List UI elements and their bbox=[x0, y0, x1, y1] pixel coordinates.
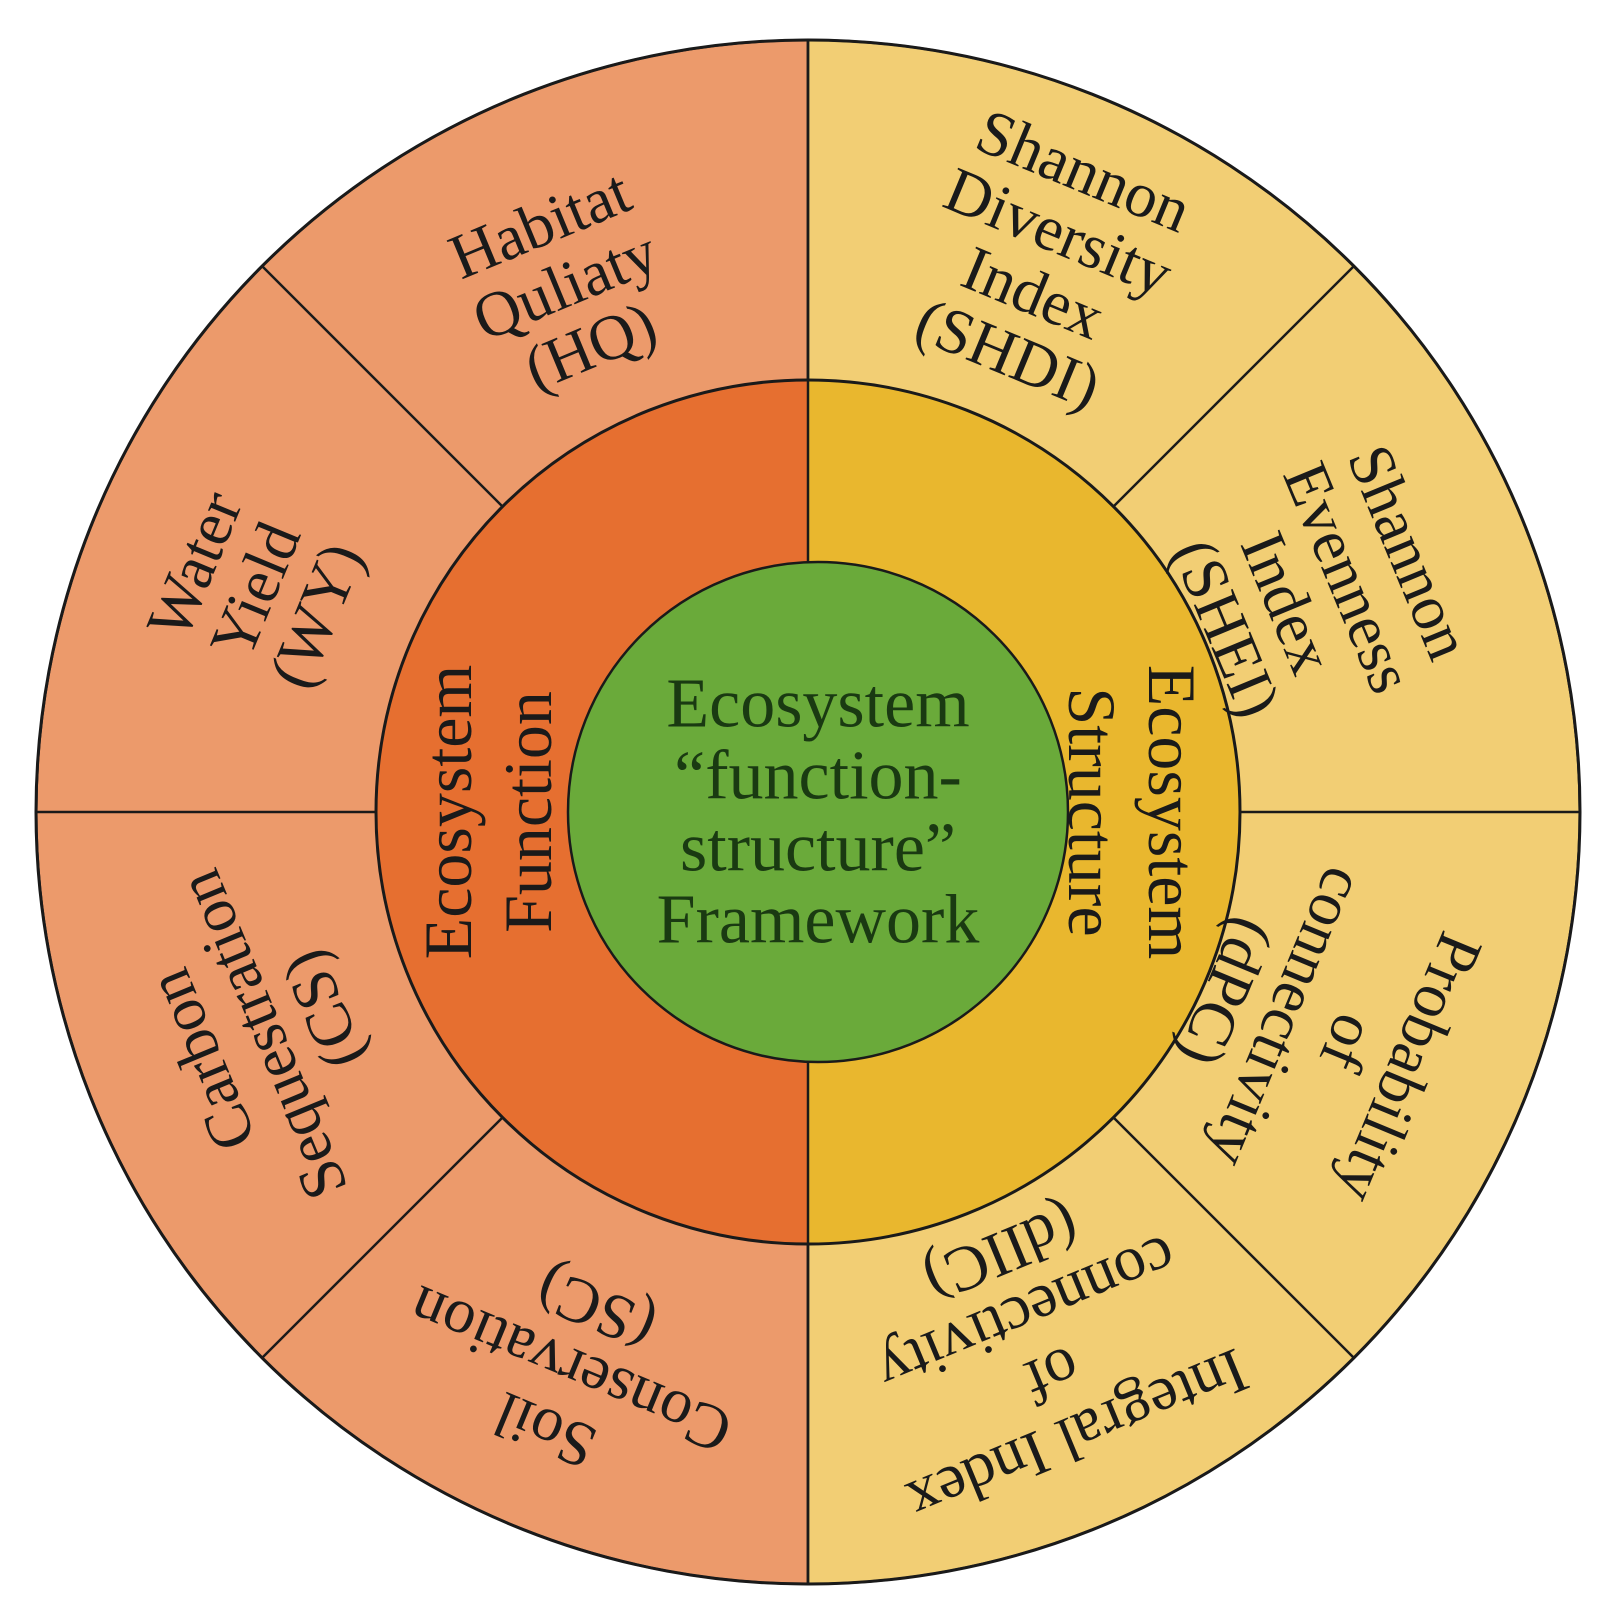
divider-top-left bbox=[261, 265, 504, 508]
inner-label-ecosystem-structure-line: Ecosystem bbox=[1134, 665, 1210, 960]
divider-top-right bbox=[1112, 265, 1355, 508]
divider-bottom-left bbox=[261, 1116, 504, 1359]
outer-segment-dividers bbox=[36, 40, 1580, 1584]
center-label-line: Ecosystem bbox=[666, 666, 969, 743]
outer-label-wy: WaterYield(WY) bbox=[132, 481, 377, 698]
inner-label-ecosystem-structure: EcosystemStructure bbox=[1054, 665, 1210, 960]
center-label-line: structure” bbox=[680, 810, 956, 887]
inner-label-ecosystem-function-line: Function bbox=[490, 691, 566, 933]
center-label-line: “function- bbox=[674, 738, 962, 815]
divider-bottom-right bbox=[1112, 1116, 1355, 1359]
center-label: Ecosystem“function-structure”Framework bbox=[657, 666, 980, 959]
inner-label-ecosystem-function: EcosystemFunction bbox=[410, 665, 566, 960]
inner-label-ecosystem-function-line: Ecosystem bbox=[410, 665, 486, 960]
inner-label-ecosystem-structure-line: Structure bbox=[1054, 687, 1130, 936]
center-label-line: Framework bbox=[657, 882, 980, 959]
center-circle bbox=[566, 560, 1070, 1064]
